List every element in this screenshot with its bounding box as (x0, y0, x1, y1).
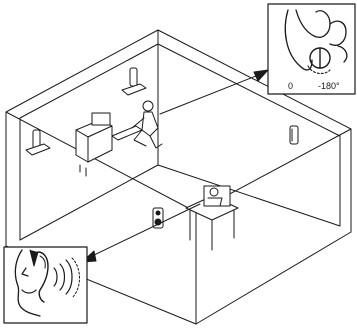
seated-listener-icon (185, 185, 239, 251)
crouching-installer-icon (131, 100, 163, 149)
subwoofer-icon (152, 207, 164, 229)
speaker-back-left (121, 67, 147, 96)
hand-adjusting-phase-knob-icon (284, 9, 348, 75)
scale-min-label: 0 (288, 81, 293, 91)
phase-knob-inset: 0 -180° (267, 3, 356, 95)
room-box (5, 29, 352, 325)
ear-inset (3, 246, 88, 324)
scale-max-label: -180° (318, 81, 340, 91)
arrow-to-ear-inset (81, 203, 201, 263)
speaker-right (289, 125, 299, 145)
ear-listening-icon (14, 249, 80, 317)
speaker-left-rear (25, 129, 51, 156)
arrow-to-phase-inset (159, 69, 269, 115)
